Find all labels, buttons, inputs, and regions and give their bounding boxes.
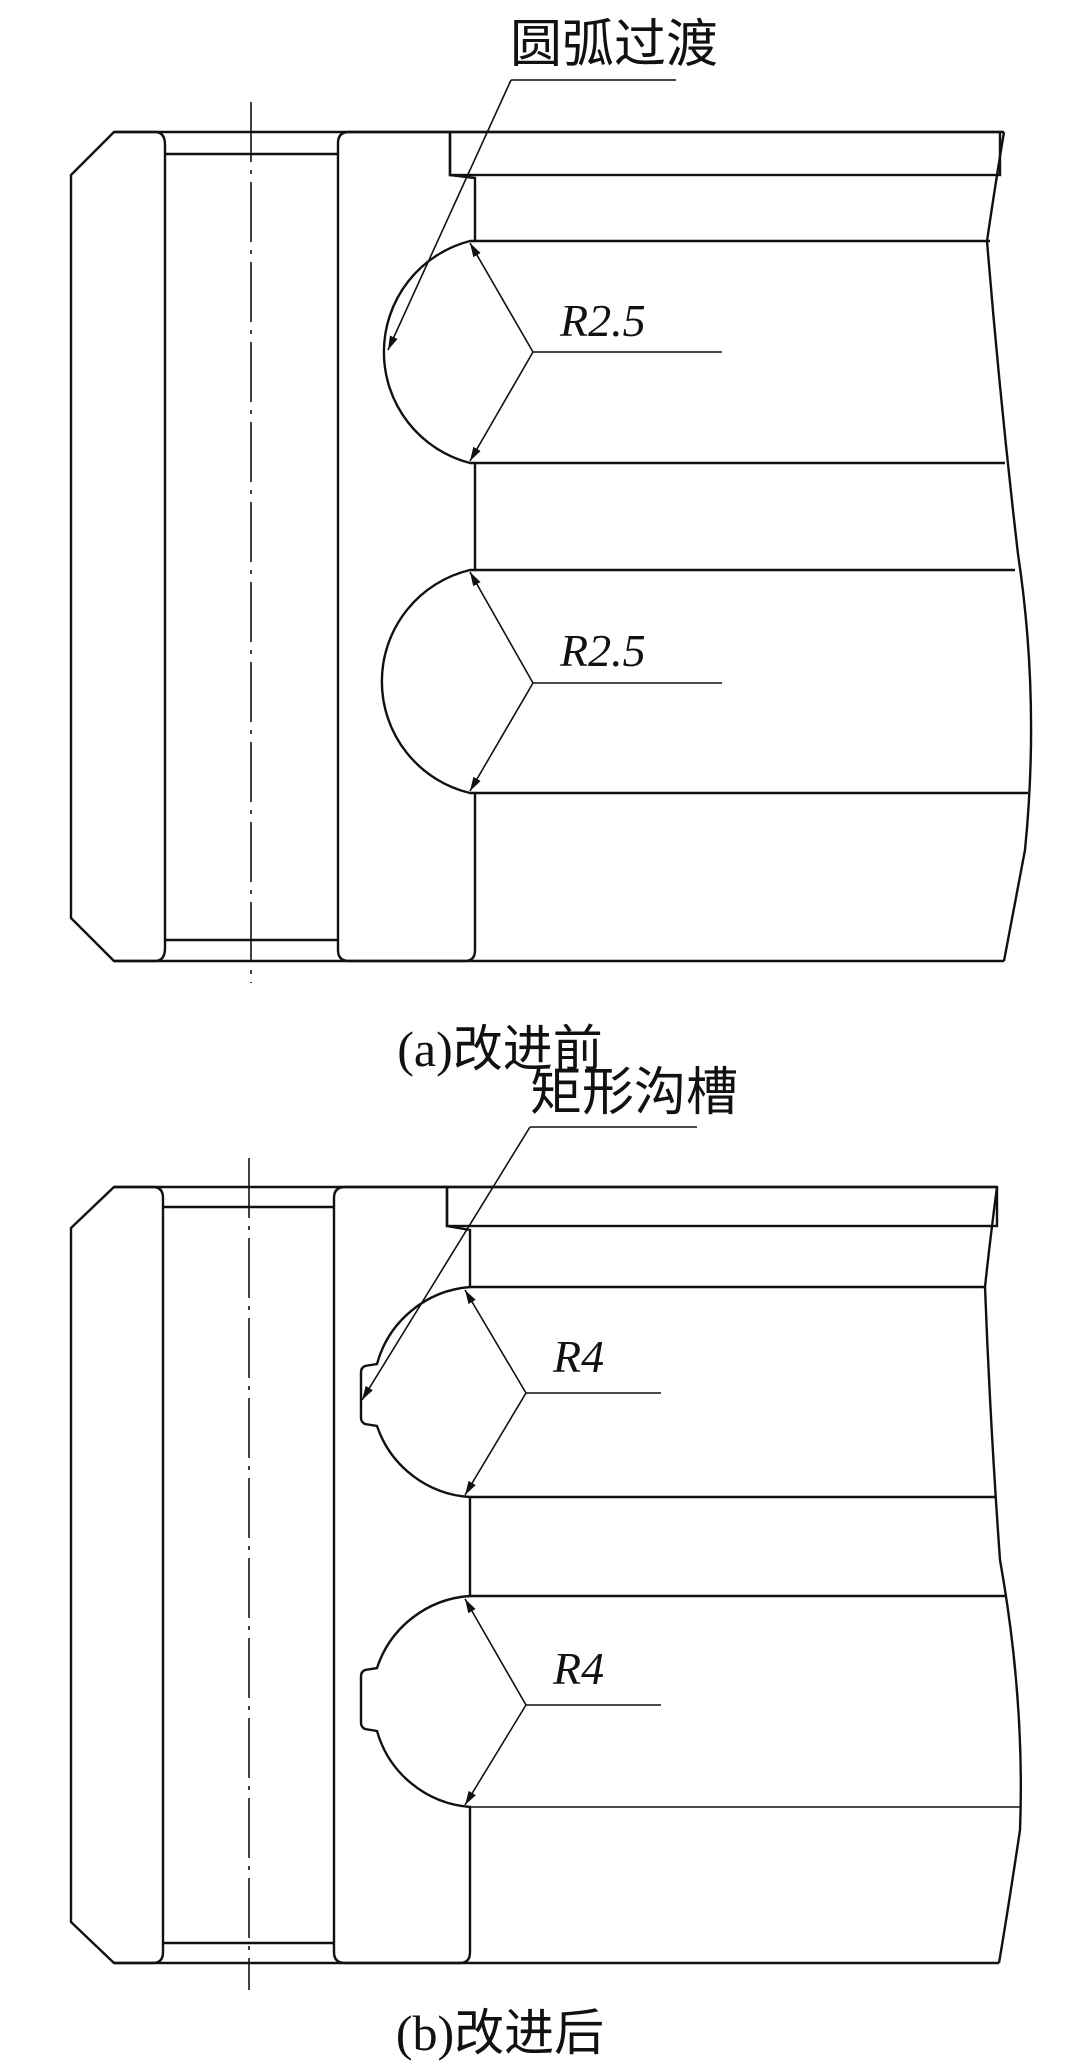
caption-a: (a)改进前 xyxy=(397,1021,603,1077)
callout-leader xyxy=(361,1126,531,1401)
callout-label: 圆弧过渡 xyxy=(510,17,718,74)
callout-leader xyxy=(387,79,512,351)
dimension-arrow xyxy=(469,571,534,684)
top-flange xyxy=(445,1185,999,1228)
inner-ring-section xyxy=(336,130,477,963)
break-line xyxy=(985,131,1033,962)
dimension-arrow xyxy=(464,1704,527,1806)
callout-label: 矩形沟槽 xyxy=(530,1065,738,1122)
dimension-arrow xyxy=(464,1598,527,1706)
outer-ring-left-section xyxy=(69,130,167,963)
outer-ring-left-section xyxy=(69,1185,165,1965)
dimension-label-top: R4 xyxy=(552,1331,604,1382)
dimension-label-bottom: R2.5 xyxy=(559,625,646,676)
top-flange xyxy=(448,130,1002,177)
dimension-arrow xyxy=(464,1289,527,1394)
dimension-label-top: R2.5 xyxy=(559,295,646,346)
dimension-arrow xyxy=(469,682,534,792)
caption-b: (b)改进后 xyxy=(396,2005,604,2061)
dimension-arrow xyxy=(469,242,534,353)
dimension-arrow xyxy=(469,351,534,462)
panel-b-after: R4 R4 矩形沟槽 (b)改进后 xyxy=(69,1065,1023,2061)
dimension-arrow xyxy=(464,1392,527,1496)
inner-ring-section xyxy=(332,1185,472,1965)
break-line xyxy=(983,1186,1023,1964)
panel-a-before: R2.5 R2.5 圆弧过渡 (a)改进前 xyxy=(69,17,1033,1077)
dimension-label-bottom: R4 xyxy=(552,1643,604,1694)
